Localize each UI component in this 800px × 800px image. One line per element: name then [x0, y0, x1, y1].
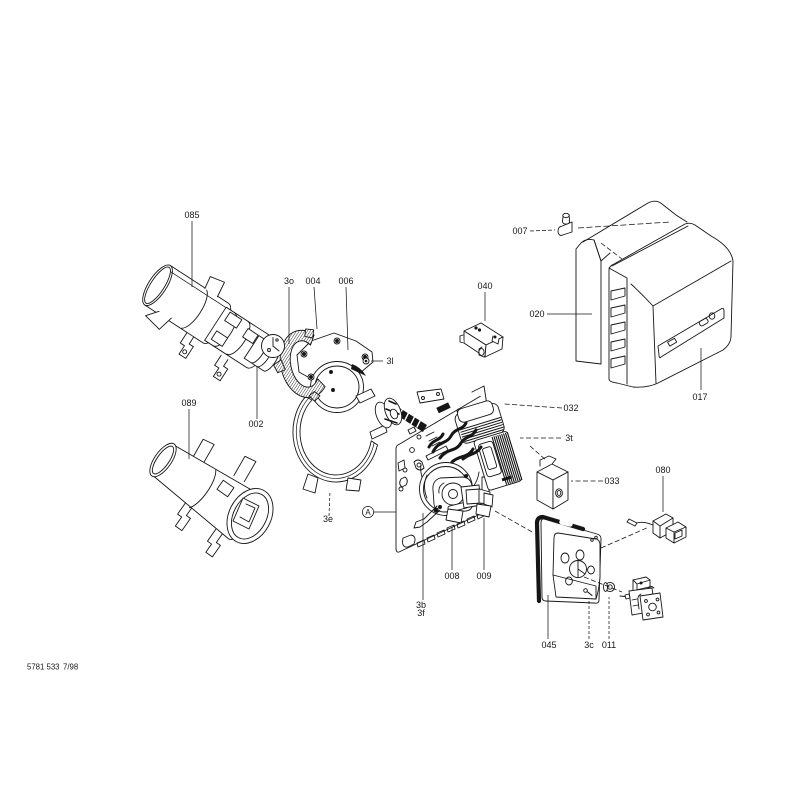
svg-text:006: 006 [338, 276, 353, 286]
svg-text:7/98: 7/98 [63, 663, 78, 672]
svg-text:3e: 3e [323, 514, 333, 524]
svg-text:A: A [365, 508, 371, 517]
svg-text:080: 080 [655, 465, 670, 475]
svg-text:033: 033 [604, 476, 619, 486]
svg-text:017: 017 [692, 392, 707, 402]
svg-text:002: 002 [248, 419, 263, 429]
svg-text:020: 020 [529, 309, 544, 319]
svg-text:085: 085 [184, 210, 199, 220]
svg-text:3o: 3o [284, 276, 294, 286]
svg-text:008: 008 [444, 571, 459, 581]
svg-text:3b: 3b [416, 600, 426, 610]
svg-text:089: 089 [181, 398, 196, 408]
svg-text:032: 032 [563, 403, 578, 413]
svg-text:004: 004 [305, 276, 320, 286]
svg-text:3f: 3f [417, 608, 425, 618]
svg-text:3c: 3c [584, 640, 594, 650]
svg-text:009: 009 [476, 571, 491, 581]
svg-text:045: 045 [541, 640, 556, 650]
svg-text:040: 040 [477, 281, 492, 291]
svg-text:5781 533: 5781 533 [27, 663, 60, 672]
svg-text:3t: 3t [565, 433, 573, 443]
svg-text:3l: 3l [386, 356, 393, 366]
svg-text:007: 007 [512, 226, 527, 236]
svg-text:011: 011 [602, 640, 616, 650]
